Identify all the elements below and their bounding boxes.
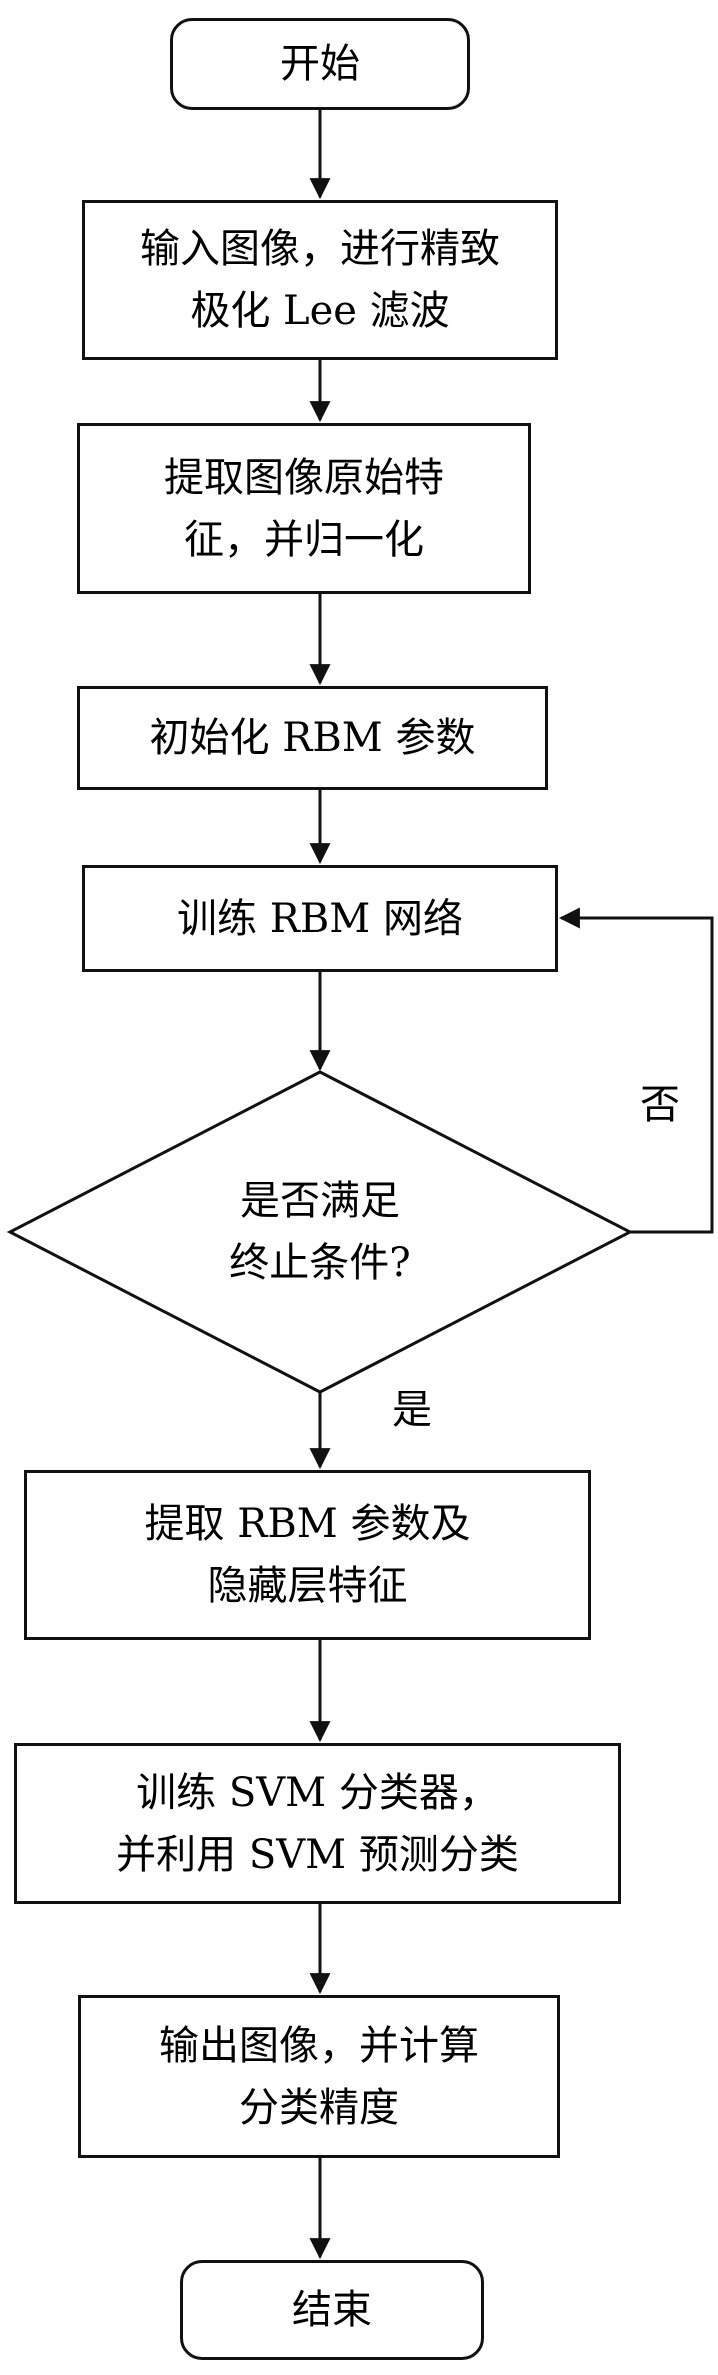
step-train-svm: 训练 SVM 分类器， 并利用 SVM 预测分类: [14, 1743, 621, 1904]
end-label: 结束: [292, 2287, 372, 2333]
step-input-filter: 输入图像，进行精致 极化 Lee 滤波: [82, 200, 558, 360]
decision-node: 是否满足 终止条件?: [10, 1072, 630, 1392]
step-input-filter-line-1: 输入图像，进行精致: [140, 226, 500, 272]
decision-line-2: 终止条件?: [229, 1240, 411, 1286]
step-extract-rbm-params: 提取 RBM 参数及 隐藏层特征: [24, 1470, 591, 1640]
start-node: 开始: [170, 18, 470, 110]
edge-label-yes: 是: [392, 1387, 432, 1433]
step-extract-features-line-1: 提取图像原始特: [164, 454, 444, 501]
step-train-rbm-label: 训练 RBM 网络: [177, 895, 463, 942]
step-extract-features-line-2: 征，并归一化: [184, 516, 424, 563]
end-node: 结束: [180, 2260, 484, 2360]
step-extract-rbm-params-line-1: 提取 RBM 参数及: [144, 1501, 471, 1547]
step-init-rbm: 初始化 RBM 参数: [77, 686, 548, 790]
edge-label-no: 否: [640, 1082, 680, 1128]
step-train-svm-line-1: 训练 SVM 分类器，: [136, 1769, 499, 1816]
step-extract-rbm-params-line-2: 隐藏层特征: [207, 1563, 408, 1609]
step-train-rbm: 训练 RBM 网络: [82, 865, 558, 972]
arrow-decision-loop-back: [558, 907, 714, 1234]
step-output-accuracy: 输出图像，并计算 分类精度: [78, 1995, 560, 2158]
step-extract-features: 提取图像原始特 征，并归一化: [77, 423, 531, 594]
step-output-accuracy-line-2: 分类精度: [239, 2084, 399, 2131]
step-train-svm-line-2: 并利用 SVM 预测分类: [116, 1831, 519, 1878]
step-output-accuracy-line-1: 输出图像，并计算: [159, 2022, 479, 2069]
step-init-rbm-label: 初始化 RBM 参数: [149, 715, 476, 761]
start-label: 开始: [280, 41, 360, 87]
decision-line-1: 是否满足: [239, 1178, 400, 1224]
step-input-filter-line-2: 极化 Lee 滤波: [190, 288, 450, 334]
